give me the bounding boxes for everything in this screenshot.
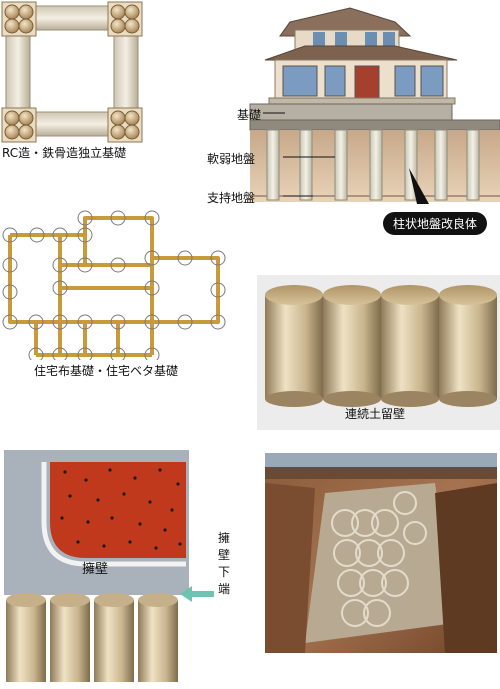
house-section-panel: 基礎 軟弱地盤 支持地盤 柱状地盤改良体	[195, 0, 500, 245]
site-photo-image	[265, 453, 497, 653]
retaining-wall-bottom-label: 擁壁下端	[218, 531, 231, 596]
corner-pile-group-bl	[1, 107, 37, 143]
house-plan-panel: 住宅布基礎・住宅ベタ基礎	[0, 210, 230, 385]
rc-foundation-panel: RC造・鉄骨造独立基礎	[0, 0, 150, 165]
house-plan-caption: 住宅布基礎・住宅ベタ基礎	[34, 364, 179, 378]
site-photo	[265, 453, 497, 653]
corner-pile-group-tl	[1, 1, 37, 37]
label-foundation: 基礎	[237, 108, 262, 122]
corner-pile-group-br	[107, 107, 143, 143]
rc-foundation-plan-figure	[1, 1, 143, 143]
rc-foundation-caption: RC造・鉄骨造独立基礎	[2, 146, 127, 160]
retaining-wall-figure	[4, 450, 214, 682]
house-section-figure	[249, 7, 500, 204]
retaining-wall-label: 擁壁	[82, 562, 109, 577]
continuous-wall-figure	[265, 285, 497, 407]
label-soft-ground: 軟弱地盤	[207, 152, 256, 166]
label-bearing-ground: 支持地盤	[207, 191, 256, 205]
continuous-wall-caption: 連続土留壁	[345, 407, 406, 421]
house-plan-figure	[2, 210, 226, 363]
retaining-wall-panel: 擁壁 擁壁下端	[0, 450, 245, 685]
corner-pile-group-tr	[107, 1, 143, 37]
continuous-wall-panel: 連続土留壁	[257, 275, 500, 430]
callout-columnar-improvement: 柱状地盤改良体	[383, 212, 488, 235]
